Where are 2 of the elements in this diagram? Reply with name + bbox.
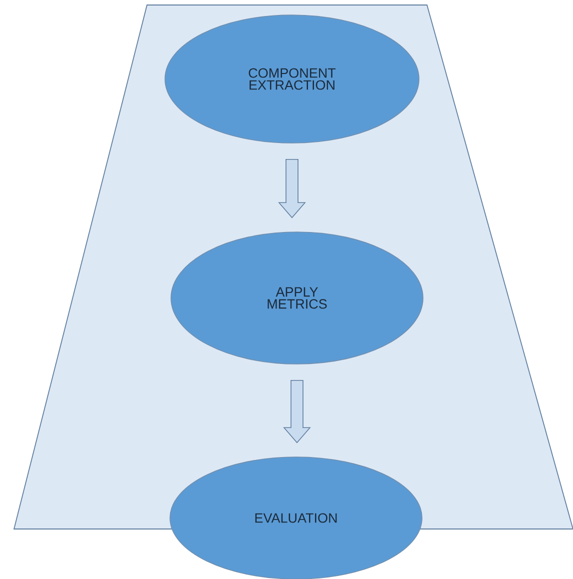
block-arrow bbox=[278, 159, 306, 218]
block-arrow bbox=[283, 380, 311, 444]
